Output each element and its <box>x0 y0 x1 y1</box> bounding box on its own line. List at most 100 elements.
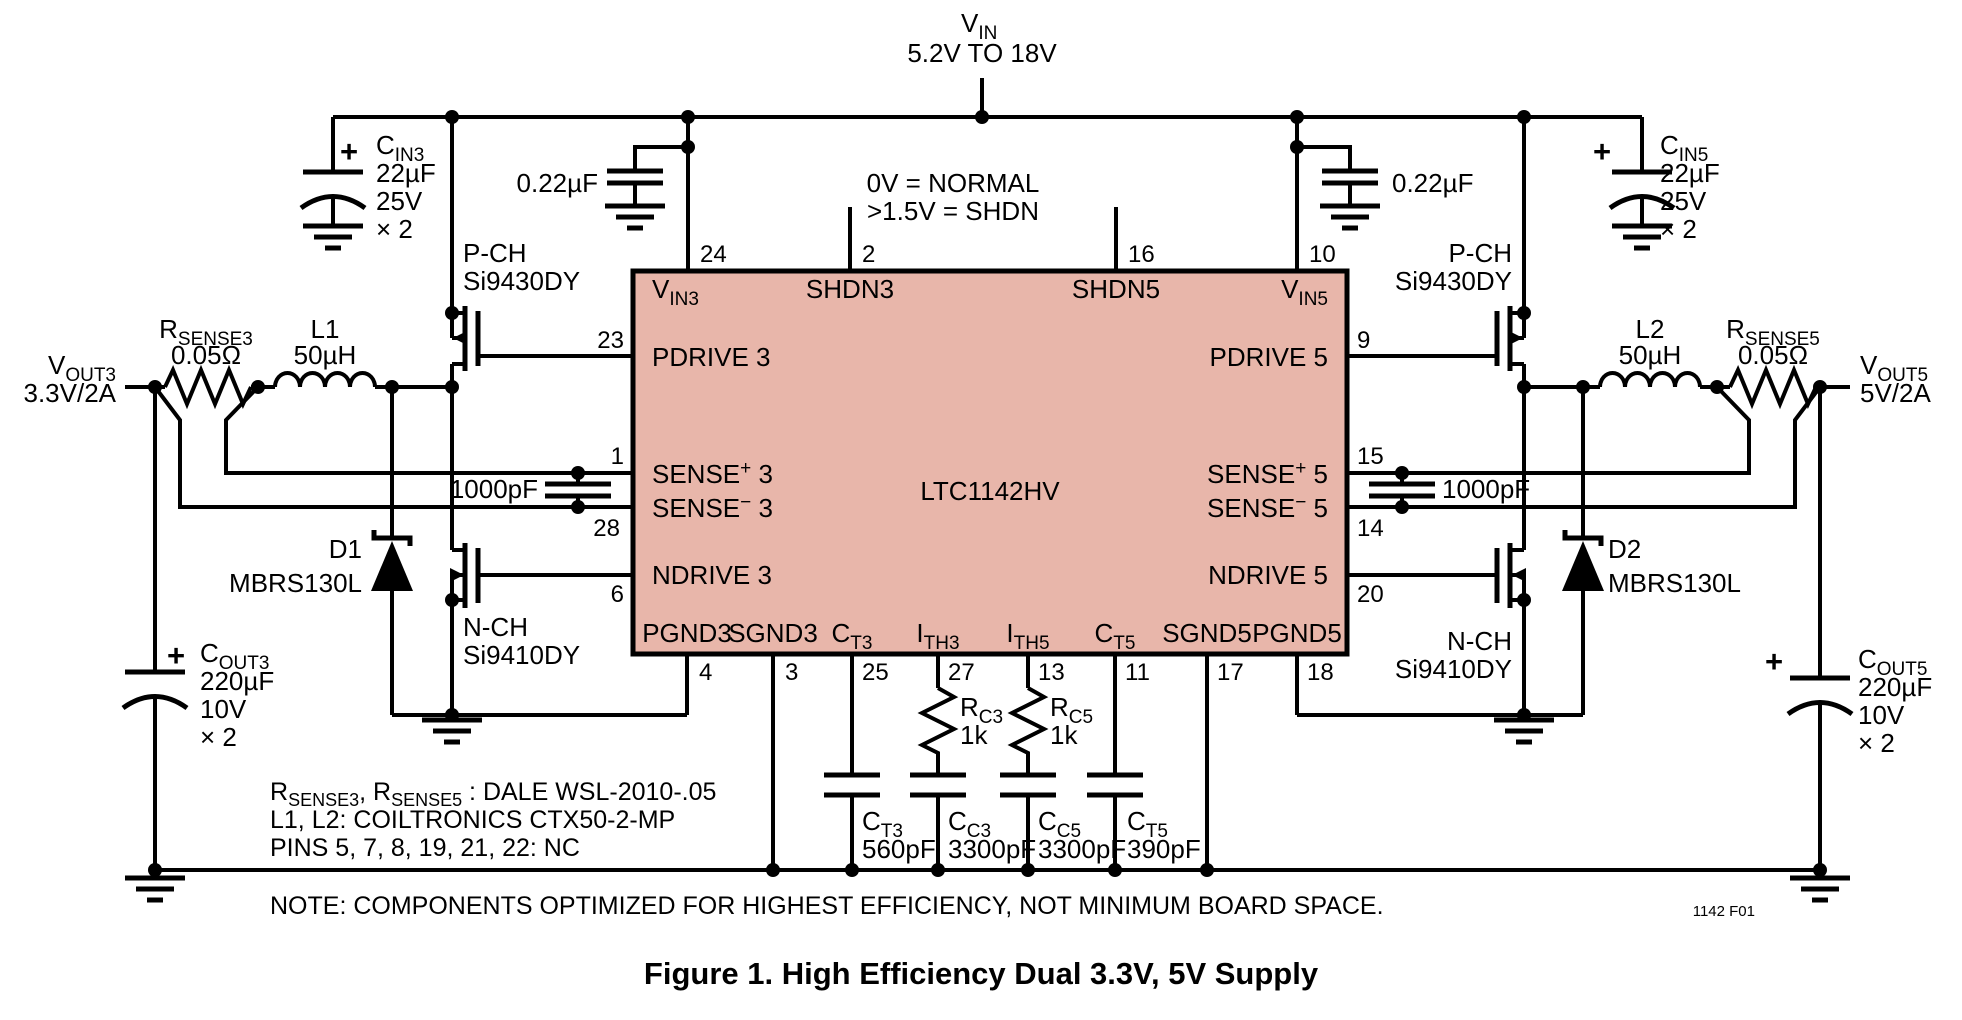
sense-plus-3-wire <box>224 385 633 475</box>
ct3-cap-value: 560pF <box>862 834 936 864</box>
ct5-cap-value: 390pF <box>1127 834 1201 864</box>
pin-num-1: 1 <box>611 443 624 470</box>
rc5-value: 1k <box>1050 720 1078 750</box>
nfet5-part: Si9410DY <box>1395 654 1512 684</box>
pin-num-27: 27 <box>948 659 975 686</box>
notes-line3: PINS 5, 7, 8, 19, 21, 22: NC <box>270 834 580 862</box>
rc5-cc5-network <box>1000 654 1056 870</box>
shdn-note-line1: 0V = NORMAL <box>867 168 1040 198</box>
pin-num-15: 15 <box>1357 443 1384 470</box>
cout3-mult: × 2 <box>200 722 237 752</box>
pin-num-20: 20 <box>1357 581 1384 608</box>
nch-arrow-icon <box>1512 568 1526 582</box>
shdn-note-line2: >1.5V = SHDN <box>867 196 1039 226</box>
ground-icon <box>303 223 363 251</box>
pfet5-symbol <box>1347 117 1526 387</box>
rc5-name: RC5 <box>1050 692 1093 728</box>
ic-body <box>630 268 1350 657</box>
cin5-plus-sign: + <box>1593 134 1611 169</box>
cout5-value: 220µF <box>1858 672 1932 702</box>
l1-value: 50µH <box>294 340 357 370</box>
pin-num-28: 28 <box>593 515 620 542</box>
d2-name: D2 <box>1608 534 1641 564</box>
pin-label-sense-plus-3: SENSE+ 3 <box>652 458 773 489</box>
d1-diode <box>371 387 413 715</box>
l2-value: 50µH <box>1619 340 1682 370</box>
pfet3-type: P-CH <box>463 238 527 268</box>
pin-label-ct5: CT5 <box>1095 618 1136 654</box>
ct3-cap-network <box>824 654 880 870</box>
rc3-value: 1k <box>960 720 988 750</box>
pin-num-2: 2 <box>862 241 875 268</box>
l2-inductor <box>1598 371 1702 388</box>
ground-icon <box>422 717 482 745</box>
rsense3-value: 0.05Ω <box>171 340 241 370</box>
cc3-value: 3300pF <box>948 834 1036 864</box>
cc5-name: CC5 <box>1038 806 1081 842</box>
sense-cap3-value: 1000pF <box>450 474 538 504</box>
pch-arrow-icon <box>453 331 467 345</box>
ct3-cap-name: CT3 <box>862 806 903 842</box>
pin-num-17: 17 <box>1217 659 1244 686</box>
cin3-mult: × 2 <box>376 214 413 244</box>
ic-name: LTC1142HV <box>920 476 1060 506</box>
junction-dots <box>148 110 1827 877</box>
pin-label-sense-minus-3: SENSE− 3 <box>652 492 773 523</box>
nfet3-part: Si9410DY <box>463 640 580 670</box>
vout3-label: VOUT3 <box>48 350 116 386</box>
cout3-name: COUT3 <box>200 638 269 674</box>
pin-label-ith3: ITH3 <box>916 618 959 654</box>
rsense3-name: RSENSE3 <box>159 314 253 350</box>
d1-name: D1 <box>329 534 362 564</box>
pin-label-sgnd3: SGND3 <box>728 618 818 648</box>
cin3-plus-sign: + <box>340 134 358 169</box>
l1-inductor <box>273 371 377 388</box>
pin-label-vin5: VIN5 <box>1281 274 1328 310</box>
cc3-name: CC3 <box>948 806 991 842</box>
bypass-cap-3 <box>605 145 688 231</box>
rsense5-resistor <box>1728 364 1818 410</box>
pin-label-pgnd3: PGND3 <box>642 618 732 648</box>
pin-num-24: 24 <box>700 241 727 268</box>
pin-label-ct3: CT3 <box>832 618 873 654</box>
pin-label-vin3: VIN3 <box>652 274 699 310</box>
schottky-cathode-icon <box>371 530 413 546</box>
cin5-name: CIN5 <box>1660 130 1708 166</box>
ground-icon <box>1320 203 1380 231</box>
nfet5-type: N-CH <box>1447 626 1512 656</box>
vout5-rating: 5V/2A <box>1860 378 1931 408</box>
rsense3-resistor <box>163 364 253 410</box>
l1-name: L1 <box>311 314 340 344</box>
pin-label-pdrive3: PDRIVE 3 <box>652 342 771 372</box>
cc5-value: 3300pF <box>1038 834 1126 864</box>
notes-line2: L1, L2: COILTRONICS CTX50-2-MP <box>270 806 675 834</box>
rsense5-value: 0.05Ω <box>1738 340 1808 370</box>
cout5-mult: × 2 <box>1858 728 1895 758</box>
cin3-name: CIN3 <box>376 130 424 166</box>
rsense5-name: RSENSE5 <box>1726 314 1820 350</box>
pin-label-ndrive3: NDRIVE 3 <box>652 560 772 590</box>
schottky-cathode-icon <box>1562 530 1604 546</box>
pin-num-13: 13 <box>1038 659 1065 686</box>
cout3-plus-sign: + <box>167 638 185 673</box>
nfet3-symbol <box>450 387 633 715</box>
pin-num-4: 4 <box>699 659 712 686</box>
pin-label-pgnd5: PGND5 <box>1252 618 1342 648</box>
pin-label-ith5: ITH5 <box>1006 618 1049 654</box>
l2-name: L2 <box>1636 314 1665 344</box>
sense-cap5-value: 1000pF <box>1442 474 1530 504</box>
nfet5-symbol <box>1347 387 1526 715</box>
pin-label-shdn5: SHDN5 <box>1072 274 1160 304</box>
vout3-rating: 3.3V/2A <box>23 378 116 408</box>
pin-label-sgnd5: SGND5 <box>1162 618 1252 648</box>
ground-icon <box>125 875 185 903</box>
vout5-label: VOUT5 <box>1860 350 1928 386</box>
pch-arrow-icon <box>1509 331 1523 345</box>
vin-label: VIN <box>961 8 997 44</box>
rc3-resistor <box>917 686 959 775</box>
bypass-cap-5 <box>1297 145 1380 231</box>
cin3-capacitor <box>299 117 367 251</box>
nfet3-type: N-CH <box>463 612 528 642</box>
rc5-resistor <box>1007 686 1049 775</box>
